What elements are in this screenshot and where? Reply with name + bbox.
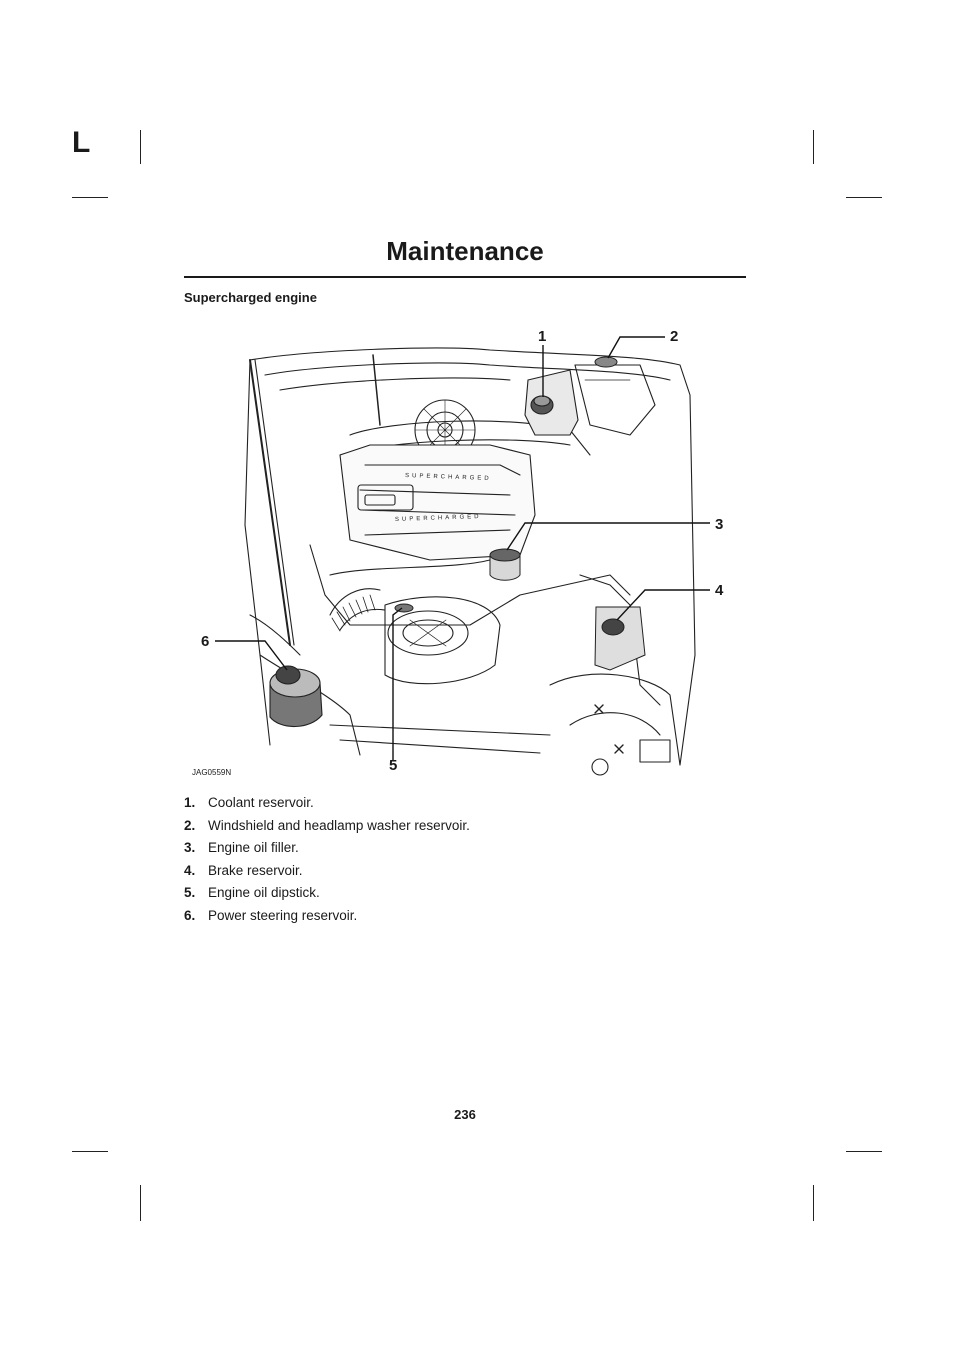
crop-mark-bottom-right-horizontal <box>846 1151 882 1152</box>
figure-code: JAG0559N <box>192 768 231 777</box>
crop-mark-bottom-left-horizontal <box>72 1151 108 1152</box>
crop-mark-top-right-vertical <box>813 130 814 164</box>
legend-item: 5.Engine oil dipstick. <box>184 885 320 900</box>
page-number: 236 <box>454 1107 476 1122</box>
crop-mark-top-left-horizontal <box>72 197 108 198</box>
engine-bay-illustration: SUPERCHARGED SUPERCHARGED 1 2 3 4 5 6 JA… <box>192 328 724 777</box>
legend-item: 1.Coolant reservoir. <box>184 795 314 810</box>
legend-item: 2.Windshield and headlamp washer reservo… <box>184 817 470 833</box>
legend-item: 6.Power steering reservoir. <box>184 907 358 923</box>
legend-item: 4.Brake reservoir. <box>184 862 303 878</box>
page-title: Maintenance <box>386 236 544 266</box>
crop-mark-bottom-left-vertical <box>140 1185 141 1221</box>
crop-mark-top-left-vertical <box>140 130 141 164</box>
section-subheading: Supercharged engine <box>184 290 317 305</box>
title-rule <box>184 276 746 278</box>
callout-5: 5 <box>389 757 397 774</box>
callout-6: 6 <box>201 633 209 650</box>
legend-item: 3.Engine oil filler. <box>184 840 299 855</box>
callout-2: 2 <box>670 328 678 345</box>
engine-cover-text-upper: SUPERCHARGED <box>405 473 492 482</box>
callout-3: 3 <box>715 516 723 533</box>
engine-cover-text-lower: SUPERCHARGED <box>395 514 482 523</box>
callout-4: 4 <box>715 582 724 599</box>
crop-mark-top-right-horizontal <box>846 197 882 198</box>
margin-letter: L <box>72 126 91 159</box>
crop-mark-bottom-right-vertical <box>813 1185 814 1221</box>
callout-1: 1 <box>538 328 546 345</box>
figure-legend: 1.Coolant reservoir. 2.Windshield and he… <box>184 794 484 929</box>
